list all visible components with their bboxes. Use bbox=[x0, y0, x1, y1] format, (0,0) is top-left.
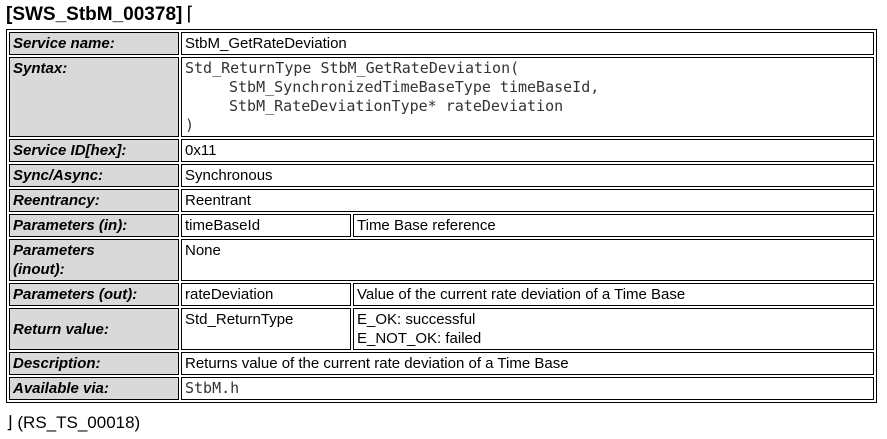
row-parameters-out: Parameters (out): rateDeviation Value of… bbox=[9, 283, 874, 306]
row-syntax: Syntax: Std_ReturnType StbM_GetRateDevia… bbox=[9, 57, 874, 137]
row-parameters-inout: Parameters (inout): None bbox=[9, 239, 874, 281]
parameters-inout-label-line-2: (inout): bbox=[13, 261, 65, 278]
reentrancy-value: Reentrant bbox=[181, 189, 874, 212]
parameters-out-label: Parameters (out): bbox=[9, 283, 179, 306]
parameters-inout-label: Parameters (inout): bbox=[9, 239, 179, 281]
requirement-trace: ⌋ (RS_TS_00018) bbox=[6, 411, 140, 435]
syntax-value: Std_ReturnType StbM_GetRateDeviation( St… bbox=[181, 57, 874, 137]
sync-async-label: Sync/Async: bbox=[9, 164, 179, 187]
return-value-ok: E_OK: successful bbox=[357, 311, 476, 328]
parameters-in-name: timeBaseId bbox=[181, 214, 351, 237]
parameters-inout-label-line-1: Parameters bbox=[13, 242, 95, 259]
row-parameters-in: Parameters (in): timeBaseId Time Base re… bbox=[9, 214, 874, 237]
syntax-line-1: Std_ReturnType StbM_GetRateDeviation( bbox=[185, 59, 520, 77]
parameters-out-description: Value of the current rate deviation of a… bbox=[353, 283, 874, 306]
requirement-id-heading: [SWS_StbM_00378]⌈ bbox=[6, 3, 194, 27]
service-spec-table: Service name: StbM_GetRateDeviation Synt… bbox=[6, 29, 877, 403]
description-value: Returns value of the current rate deviat… bbox=[181, 352, 874, 375]
syntax-line-2: StbM_SynchronizedTimeBaseType timeBaseId… bbox=[229, 78, 600, 96]
row-description: Description: Returns value of the curren… bbox=[9, 352, 874, 375]
parameters-inout-value: None bbox=[181, 239, 874, 281]
return-value-description: E_OK: successful E_NOT_OK: failed bbox=[353, 308, 874, 350]
service-id-value: 0x11 bbox=[181, 139, 874, 162]
available-via-value: StbM.h bbox=[181, 377, 874, 400]
requirement-trace-ref: (RS_TS_00018) bbox=[17, 413, 141, 432]
requirement-id: [SWS_StbM_00378] bbox=[6, 4, 183, 25]
requirement-open-bracket: ⌈ bbox=[186, 4, 194, 25]
service-name-label: Service name: bbox=[9, 32, 179, 55]
reentrancy-label: Reentrancy: bbox=[9, 189, 179, 212]
return-value-not-ok: E_NOT_OK: failed bbox=[357, 330, 482, 347]
row-return-value: Return value: Std_ReturnType E_OK: succe… bbox=[9, 308, 874, 350]
service-id-label: Service ID[hex]: bbox=[9, 139, 179, 162]
parameters-in-description: Time Base reference bbox=[353, 214, 874, 237]
sync-async-value: Synchronous bbox=[181, 164, 874, 187]
syntax-label: Syntax: bbox=[9, 57, 179, 137]
syntax-line-3: StbM_RateDeviationType* rateDeviation bbox=[229, 97, 564, 115]
parameters-out-name: rateDeviation bbox=[181, 283, 351, 306]
row-sync-async: Sync/Async: Synchronous bbox=[9, 164, 874, 187]
row-available-via: Available via: StbM.h bbox=[9, 377, 874, 400]
row-reentrancy: Reentrancy: Reentrant bbox=[9, 189, 874, 212]
parameters-in-label: Parameters (in): bbox=[9, 214, 179, 237]
return-value-type: Std_ReturnType bbox=[181, 308, 351, 350]
row-service-id: Service ID[hex]: 0x11 bbox=[9, 139, 874, 162]
available-via-label: Available via: bbox=[9, 377, 179, 400]
return-value-label: Return value: bbox=[9, 308, 179, 350]
description-label: Description: bbox=[9, 352, 179, 375]
syntax-line-4: ) bbox=[185, 116, 195, 134]
requirement-close-bracket: ⌋ bbox=[6, 413, 13, 432]
service-name-value: StbM_GetRateDeviation bbox=[181, 32, 874, 55]
row-service-name: Service name: StbM_GetRateDeviation bbox=[9, 32, 874, 55]
